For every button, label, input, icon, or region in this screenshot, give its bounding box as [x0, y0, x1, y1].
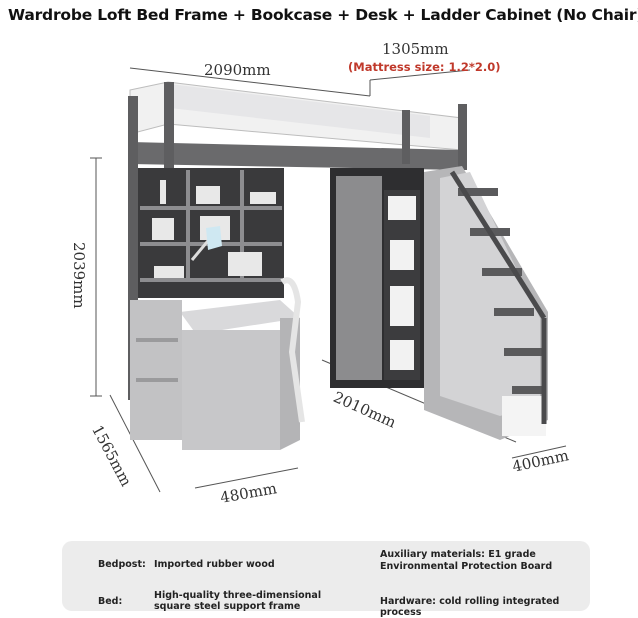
- bookcase: [138, 168, 284, 298]
- dim-width: 1305mm: [382, 40, 449, 58]
- dim-height: 2039mm: [70, 242, 88, 309]
- hardware-spec: Hardware: cold rolling integrated proces…: [380, 596, 560, 618]
- loft-bed-illustration: [90, 67, 567, 493]
- aux-materials-line1: Auxiliary materials: E1 grade: [380, 549, 536, 560]
- mattress-size-note: (Mattress size: 1.2*2.0): [348, 60, 501, 74]
- wardrobe: [330, 168, 424, 388]
- aux-materials-line2: Environmental Protection Board: [380, 561, 553, 572]
- bed-value-line1: High-quality three-dimensional: [154, 590, 322, 601]
- bedpost-value: Imported rubber wood: [154, 559, 275, 570]
- spec-panel: Bedpost: Imported rubber wood Bed: High-…: [62, 541, 590, 618]
- bed-value-line2: square steel support frame: [154, 601, 301, 612]
- bed-top: [129, 81, 463, 170]
- bed-posts: [128, 82, 467, 400]
- lamp: [190, 226, 222, 261]
- ladder-cabinet: [424, 166, 548, 440]
- desk: [130, 277, 305, 450]
- bedpost-label: Bedpost:: [98, 559, 146, 570]
- bed-label: Bed:: [98, 596, 123, 607]
- page-title: Wardrobe Loft Bed Frame + Bookcase + Des…: [8, 6, 638, 24]
- dim-length: 2090mm: [204, 61, 271, 79]
